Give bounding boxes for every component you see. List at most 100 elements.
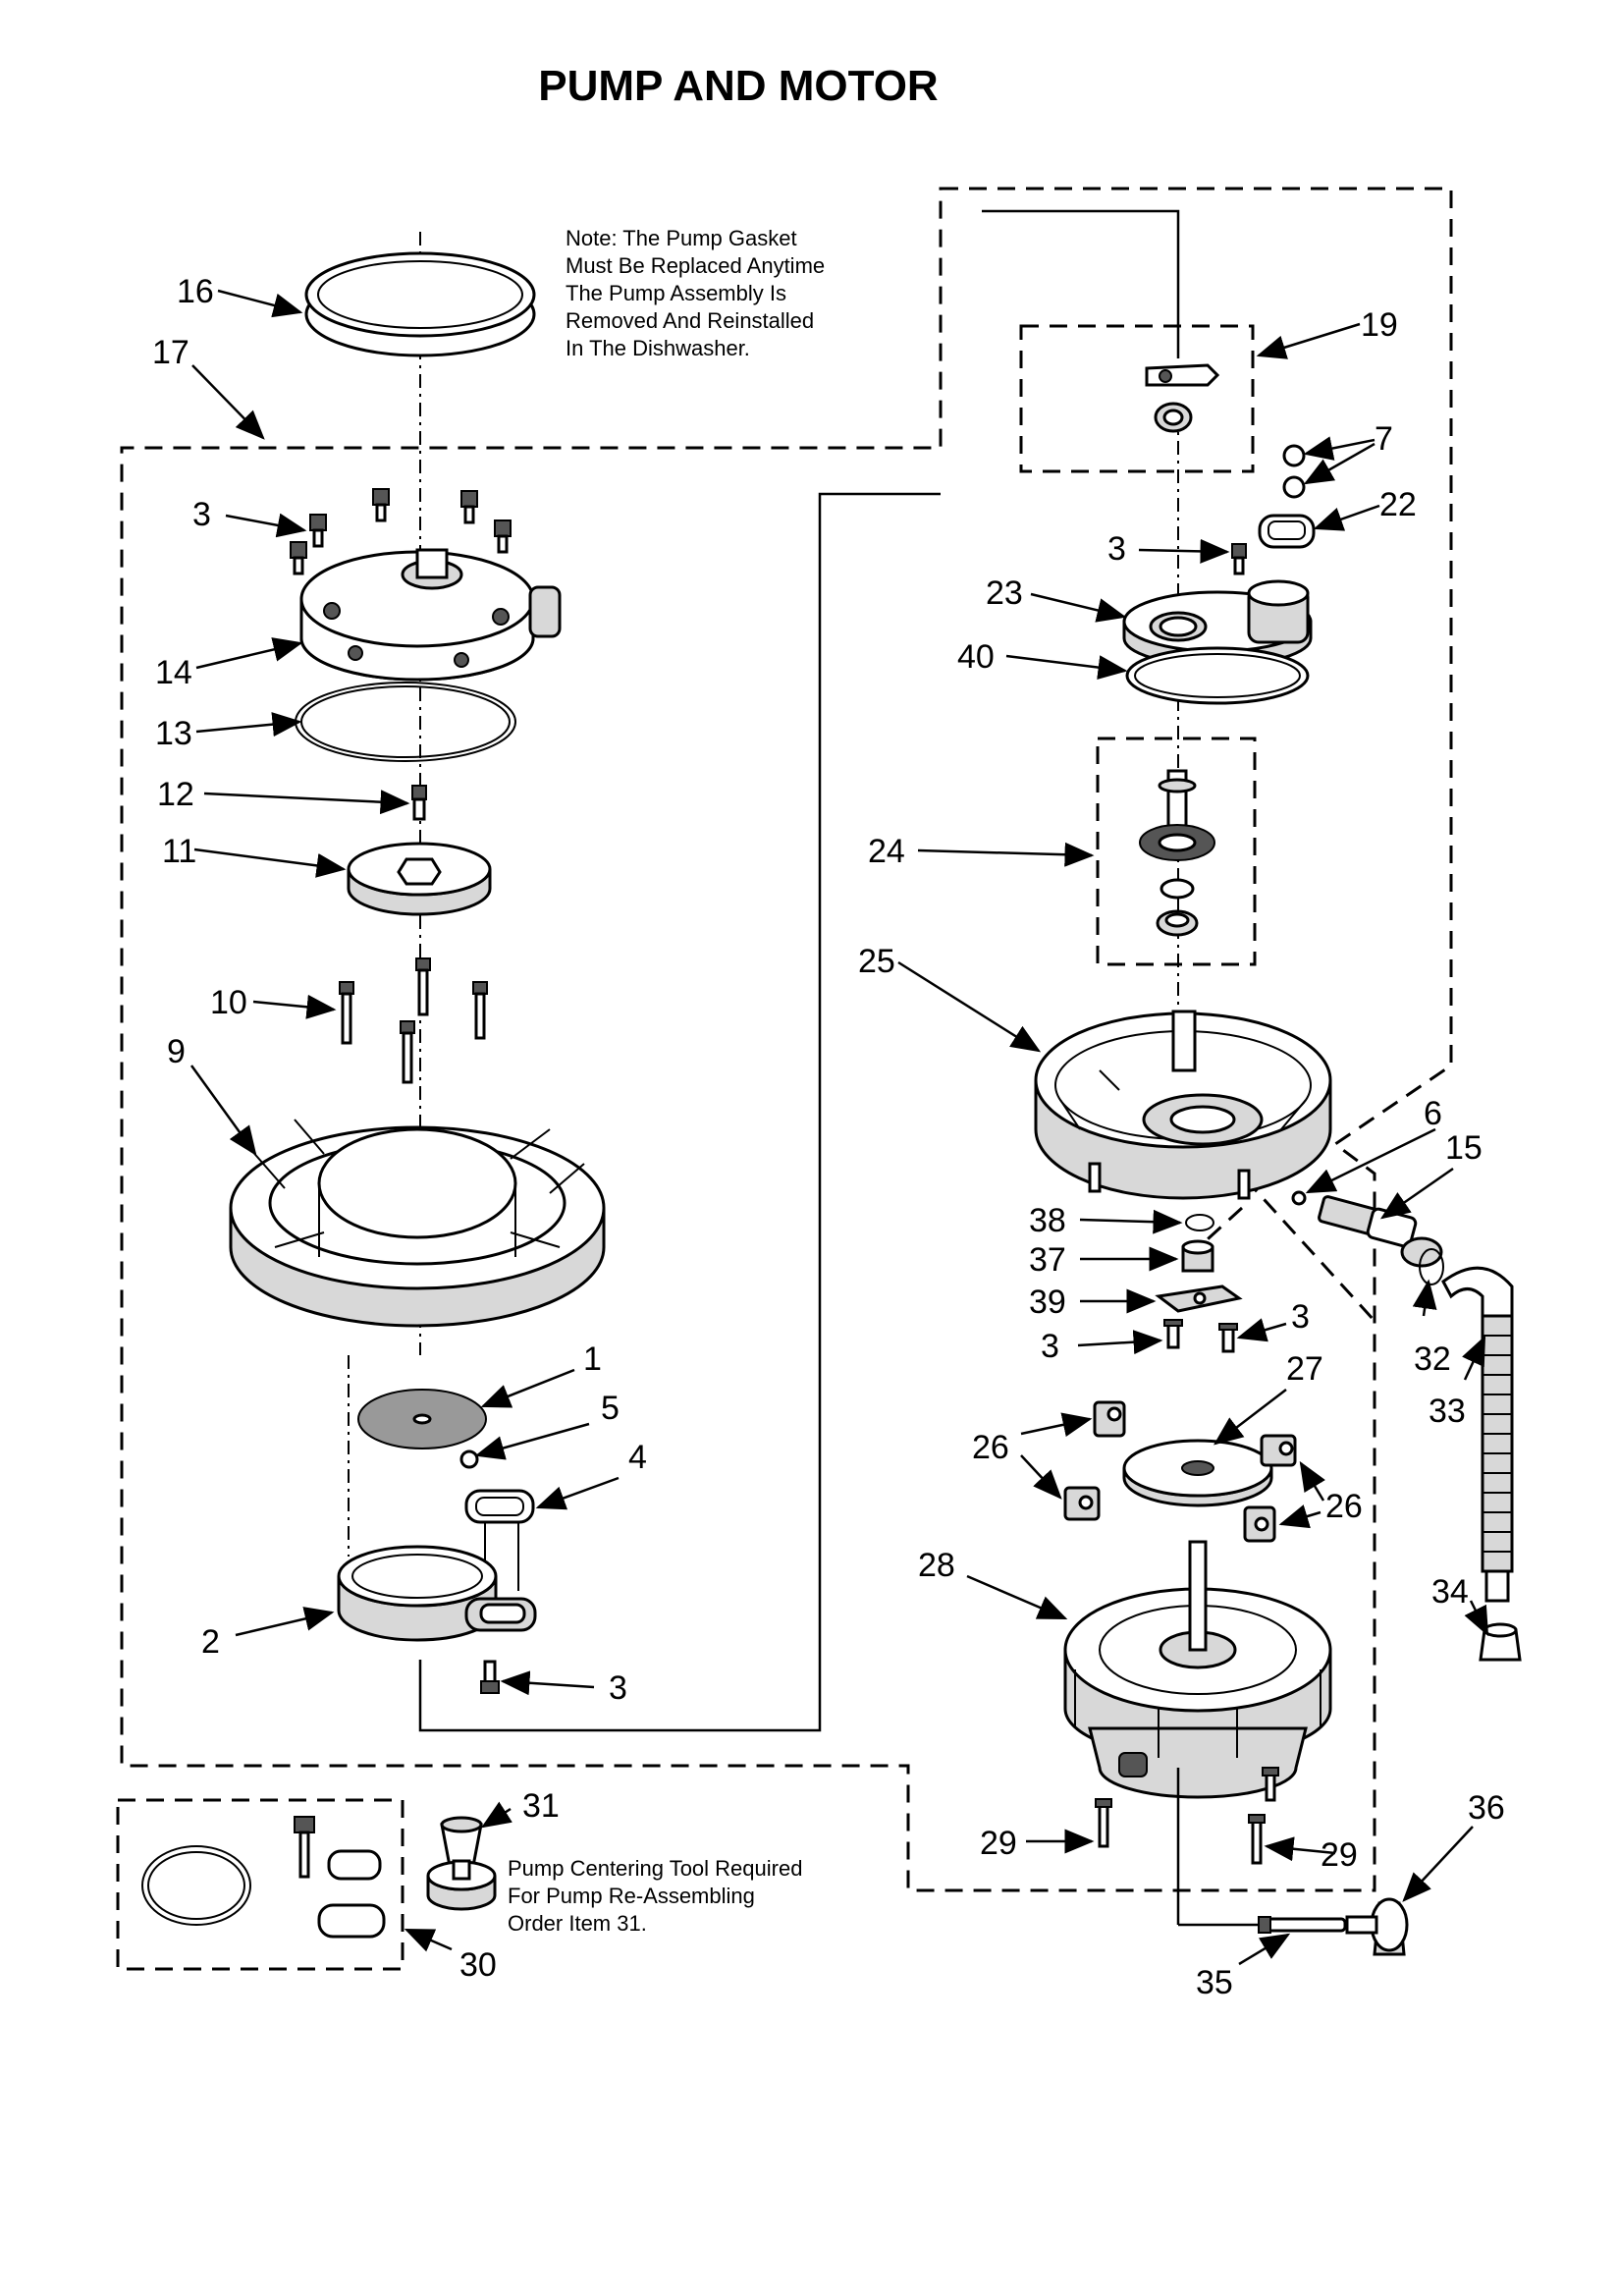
callout-29-left: 29 <box>980 1825 1017 1862</box>
callout-30: 30 <box>459 1946 497 1984</box>
chamber-screws <box>339 957 488 1084</box>
tab-clip <box>1145 363 1220 433</box>
pump-gasket <box>304 251 536 357</box>
cover-gasket <box>1125 646 1310 705</box>
motor-disk <box>1122 1439 1273 1507</box>
callout-2: 2 <box>201 1623 220 1661</box>
callout-35: 35 <box>1196 1964 1233 2001</box>
kit-screw <box>294 1816 315 1833</box>
pump-assembly-outline <box>120 187 1453 1892</box>
callout-11: 11 <box>162 833 196 870</box>
callout-27: 27 <box>1286 1350 1323 1388</box>
motor-clips <box>1063 1400 1297 1543</box>
tool-note-line-1: Pump Centering Tool Required <box>508 1856 802 1881</box>
o-ring-38 <box>1185 1214 1214 1231</box>
motor-bolt <box>1258 1916 1347 1934</box>
callout-3-plate-right: 3 <box>1291 1298 1310 1336</box>
callout-26-left: 26 <box>972 1429 1009 1466</box>
callout-3-cover: 3 <box>1107 530 1126 568</box>
callout-37: 37 <box>1029 1241 1066 1279</box>
valve-37 <box>1181 1239 1214 1273</box>
callout-26-right: 26 <box>1325 1488 1363 1525</box>
kit-gasket <box>141 1845 251 1926</box>
note-line-2: Must Be Replaced Anytime <box>566 253 825 278</box>
callout-4: 4 <box>628 1439 647 1476</box>
callout-34: 34 <box>1431 1573 1469 1611</box>
motor-screws <box>1095 1767 1279 1865</box>
gasket-note: Note: The Pump Gasket Must Be Replaced A… <box>566 226 825 360</box>
note-line-4: Removed And Reinstalled <box>566 308 814 333</box>
callout-36: 36 <box>1468 1789 1505 1827</box>
sump <box>1034 1010 1332 1200</box>
seal-22 <box>1258 514 1316 549</box>
filter-screen <box>357 1389 487 1449</box>
mounting-knob <box>1345 1897 1409 1956</box>
callout-28: 28 <box>918 1547 955 1584</box>
plate-screws <box>1163 1319 1238 1353</box>
kit-seal-a <box>327 1849 382 1881</box>
callout-39: 39 <box>1029 1284 1066 1321</box>
right-connector-line <box>982 209 1180 358</box>
callout-12: 12 <box>157 776 194 813</box>
hose-cap <box>1479 1622 1522 1662</box>
note-line-5: In The Dishwasher. <box>566 336 750 360</box>
centering-tool <box>426 1816 497 1911</box>
callout-16: 16 <box>177 273 214 310</box>
callout-labels: 16 17 3 14 13 12 11 10 9 1 5 4 2 3 31 30… <box>152 273 1505 2001</box>
ball-lower <box>1282 475 1306 499</box>
kit-parts <box>141 1816 386 1939</box>
callout-14: 14 <box>155 654 192 691</box>
diagram-title: PUMP AND MOTOR <box>538 62 938 110</box>
housing-screws <box>290 488 512 575</box>
impeller <box>347 842 492 916</box>
motor <box>1063 1540 1332 1799</box>
check-ball <box>459 1449 479 1469</box>
callout-22: 22 <box>1379 486 1417 523</box>
subassembly-19-box <box>1019 324 1255 473</box>
callout-9: 9 <box>167 1033 186 1070</box>
note-line-3: The Pump Assembly Is <box>566 281 786 305</box>
housing-o-ring <box>295 682 516 762</box>
callout-5: 5 <box>601 1390 620 1427</box>
cover-screw <box>1231 543 1247 575</box>
impeller-bolt <box>411 785 427 821</box>
base-screw <box>480 1660 500 1694</box>
subassembly-24-box <box>1096 737 1257 966</box>
callout-10: 10 <box>210 984 247 1021</box>
seal-assembly <box>1139 769 1215 937</box>
callout-15: 15 <box>1445 1129 1483 1167</box>
tool-note-line-3: Order Item 31. <box>508 1911 647 1936</box>
callout-3-base: 3 <box>609 1669 627 1707</box>
kit-seal-b <box>317 1903 386 1939</box>
callout-33: 33 <box>1429 1393 1466 1430</box>
pump-housing <box>299 548 562 682</box>
pump-cover <box>1122 579 1313 668</box>
callout-38: 38 <box>1029 1202 1066 1239</box>
leader-lines <box>189 289 1489 1966</box>
callout-1: 1 <box>583 1340 602 1378</box>
tool-note: Pump Centering Tool Required For Pump Re… <box>508 1856 802 1936</box>
callout-17: 17 <box>152 334 189 371</box>
callout-31: 31 <box>522 1787 560 1825</box>
tool-note-line-2: For Pump Re-Assembling <box>508 1884 755 1908</box>
callout-3-plate-left: 3 <box>1041 1328 1059 1365</box>
callout-29-right: 29 <box>1321 1836 1358 1874</box>
note-line-1: Note: The Pump Gasket <box>566 226 797 250</box>
plate-39 <box>1155 1285 1243 1313</box>
callout-23: 23 <box>986 574 1023 612</box>
callout-25: 25 <box>858 943 895 980</box>
outlet-seal <box>464 1489 535 1524</box>
callout-6: 6 <box>1424 1095 1442 1132</box>
callout-13: 13 <box>155 715 192 752</box>
pump-base <box>337 1545 537 1642</box>
callout-32: 32 <box>1414 1340 1451 1378</box>
kit-box <box>116 1798 404 1971</box>
drain-hose <box>1441 1266 1514 1603</box>
callout-24: 24 <box>868 833 905 870</box>
callout-40: 40 <box>957 638 995 676</box>
callout-3-housing: 3 <box>192 496 211 533</box>
ball-upper <box>1282 444 1306 467</box>
callout-7: 7 <box>1375 420 1393 458</box>
callout-19: 19 <box>1361 306 1398 344</box>
